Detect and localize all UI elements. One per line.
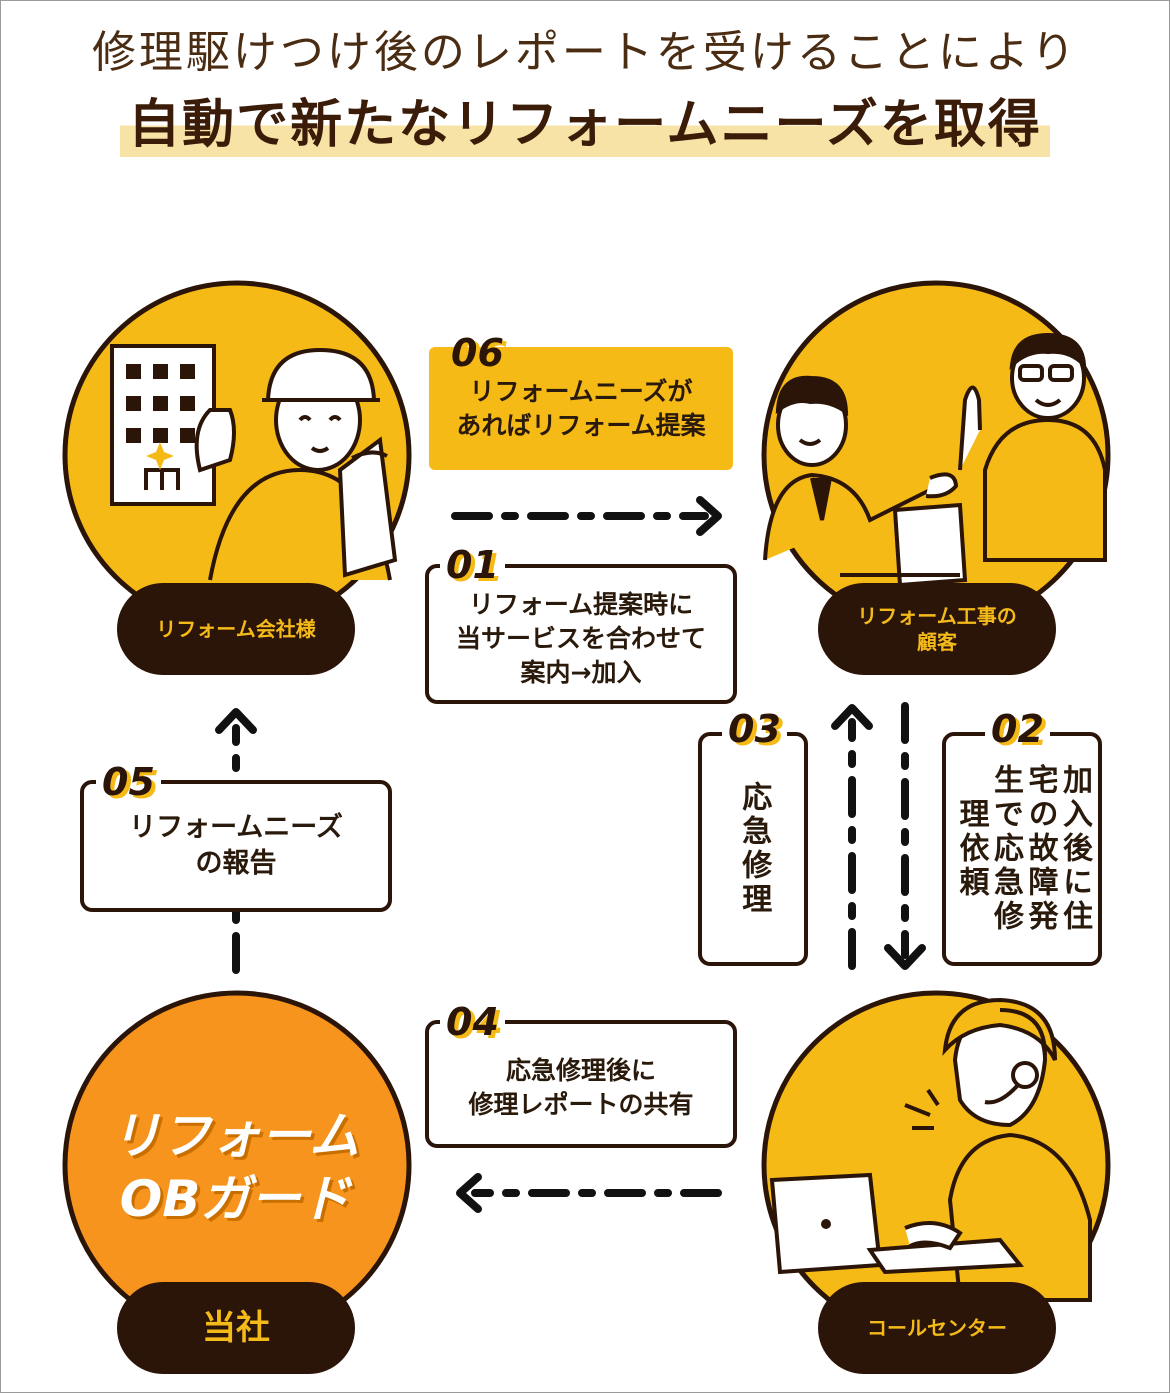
step-05-box: リフォームニーズ の報告	[80, 780, 392, 912]
headline: 自動で新たなリフォームニーズを取得	[120, 82, 1050, 157]
operator-illustration	[769, 997, 1092, 1302]
step-06-number: 06	[451, 331, 504, 375]
step-01-box: リフォーム提案時に 当サービスを合わせて 案内→加入	[425, 564, 737, 704]
brand-logo-text: リフォーム OBガード	[70, 1105, 400, 1230]
call-center-label: コールセンター	[818, 1282, 1056, 1374]
customer-label: リフォーム工事の 顧客	[818, 583, 1056, 675]
arrow-callcenter-to-ourcompany	[456, 1173, 722, 1213]
building-icon	[110, 344, 216, 506]
our-company-label: 当社	[117, 1282, 355, 1374]
subtitle: 修理駆けつけ後のレポートを受けることにより	[91, 27, 1079, 78]
customers-illustration	[763, 332, 1107, 588]
arrow-company-to-customer	[451, 496, 722, 536]
step-03-number: 03	[722, 710, 787, 748]
arrow-callcenter-to-customer	[831, 704, 873, 970]
arrow-ourcompany-to-company	[215, 708, 257, 974]
step-01-number: 01	[440, 546, 505, 584]
headline-wrap: 自動で新たなリフォームニーズを取得	[0, 82, 1170, 157]
step-06-box: リフォームニーズが あればリフォーム提案	[429, 347, 733, 470]
call-center-circle	[761, 990, 1111, 1340]
customer-circle	[761, 280, 1111, 630]
step-05-number: 05	[96, 763, 161, 801]
step-02-text: 加入後に住宅の故障発生で応急修理依頼	[953, 764, 1093, 934]
worker-illustration	[194, 347, 398, 581]
step-02-box: 加入後に住宅の故障発生で応急修理依頼	[942, 732, 1102, 966]
reform-company-circle	[62, 280, 412, 630]
reform-company-label: リフォーム会社様	[117, 583, 355, 675]
arrow-customer-to-callcenter	[884, 702, 926, 970]
step-03-text: 応急修理	[736, 781, 772, 917]
brand-line1: リフォーム	[110, 1107, 360, 1165]
step-04-box: 応急修理後に 修理レポートの共有	[425, 1020, 737, 1148]
step-04-number: 04	[440, 1003, 505, 1041]
step-02-number: 02	[985, 710, 1050, 748]
step-03-box: 応急修理	[698, 732, 808, 966]
brand-line2: OBガード	[119, 1169, 351, 1228]
